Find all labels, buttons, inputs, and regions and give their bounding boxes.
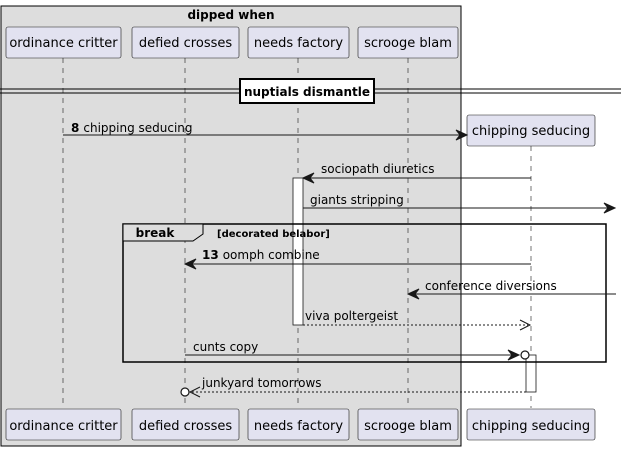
participant-bottom-needs-factory: needs factory bbox=[247, 408, 350, 441]
participant-top-needs-factory: needs factory bbox=[247, 26, 350, 59]
participant-bottom-chipping-seducing: chipping seducing bbox=[466, 408, 596, 441]
participant-label: scrooge blam bbox=[364, 419, 452, 434]
participant-bottom-defied-crosses: defied crosses bbox=[131, 408, 240, 441]
message-text: conference diversions bbox=[425, 279, 557, 293]
message-text: chipping seducing bbox=[83, 121, 192, 135]
message-text: cunts copy bbox=[193, 340, 258, 354]
divider: nuptials dismantle bbox=[0, 78, 621, 104]
divider-label: nuptials dismantle bbox=[244, 85, 370, 99]
message-text: viva poltergeist bbox=[305, 309, 398, 323]
participant-bottom-scrooge-blam: scrooge blam bbox=[357, 408, 459, 441]
participant-bottom-ordinance-critter: ordinance critter bbox=[5, 408, 122, 441]
participant-label: defied crosses bbox=[139, 419, 233, 434]
participant-label: chipping seducing bbox=[472, 419, 590, 434]
message-text: giants stripping bbox=[310, 193, 404, 207]
participant-label: needs factory bbox=[254, 419, 343, 434]
participant-top-ordinance-critter: ordinance critter bbox=[5, 26, 122, 59]
message-text: oomph combine bbox=[223, 248, 320, 262]
participant-label: needs factory bbox=[254, 36, 343, 51]
participant-label: ordinance critter bbox=[9, 36, 118, 51]
message-viva-poltergeist: viva poltergeist bbox=[303, 309, 532, 331]
participant-top-chipping-seducing: chipping seducing bbox=[466, 114, 596, 147]
participant-label: chipping seducing bbox=[472, 124, 590, 139]
fragment-keyword: break bbox=[136, 226, 176, 240]
participant-label: defied crosses bbox=[139, 36, 233, 51]
message-chipping-seducing: 8 chipping seducing bbox=[63, 121, 469, 141]
group-box bbox=[0, 5, 462, 447]
activation-needs-factory bbox=[292, 177, 304, 326]
message-number: 13 bbox=[202, 248, 219, 262]
participant-label: scrooge blam bbox=[364, 36, 452, 51]
message-giants-stripping: giants stripping bbox=[303, 193, 617, 214]
group-title: dipped when bbox=[187, 8, 274, 22]
message-text: sociopath diuretics bbox=[321, 162, 434, 176]
message-sociopath-diuretics: sociopath diuretics bbox=[301, 162, 531, 184]
message-number: 8 bbox=[71, 121, 79, 135]
break-fragment: break [decorated belabor] bbox=[122, 223, 607, 363]
activation-chipping-seducing bbox=[525, 354, 537, 393]
message-oomph-combine: 13 oomph combine bbox=[183, 248, 531, 270]
participant-label: ordinance critter bbox=[9, 419, 118, 434]
message-junkyard-tomorrows: junkyard tomorrows bbox=[180, 376, 526, 398]
participant-top-defied-crosses: defied crosses bbox=[131, 26, 240, 59]
message-cunts-copy: cunts copy bbox=[185, 340, 530, 361]
participant-top-scrooge-blam: scrooge blam bbox=[357, 26, 459, 59]
message-conference-diversions: conference diversions bbox=[406, 279, 616, 300]
fragment-condition: [decorated belabor] bbox=[217, 229, 330, 240]
message-text: junkyard tomorrows bbox=[201, 376, 322, 390]
